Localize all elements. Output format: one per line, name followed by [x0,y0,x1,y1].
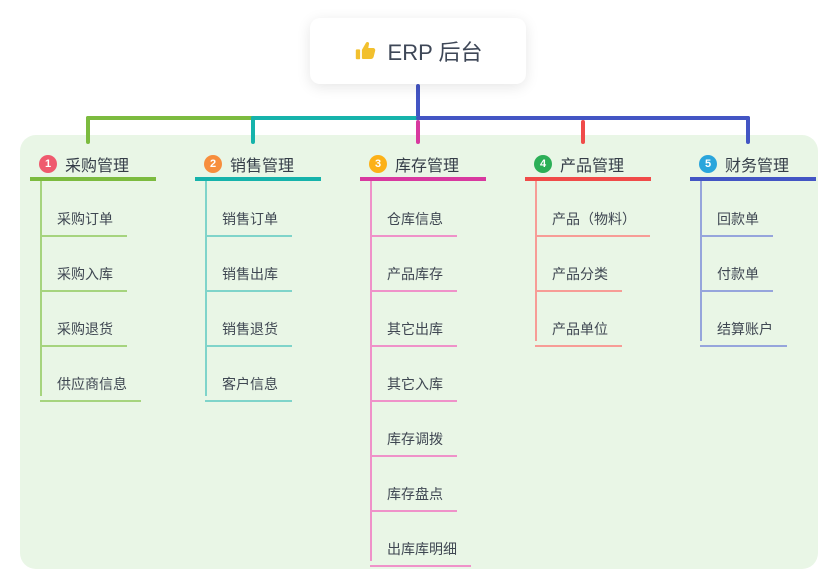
child-node: 客户信息 [205,366,292,402]
root-title: ERP 后台 [387,40,483,65]
root-node: ERP 后台 [310,18,526,84]
branch-child-connector [370,179,372,561]
child-node: 产品库存 [370,256,457,292]
branch-label: 产品管理 [560,157,625,175]
child-node: 销售订单 [205,201,292,237]
branch-badge: 3 [369,154,387,173]
branch-badge: 2 [204,154,222,173]
child-node: 采购订单 [40,201,127,237]
branch-label: 销售管理 [230,157,295,175]
child-node: 销售出库 [205,256,292,292]
child-node: 销售退货 [205,311,292,347]
child-node: 出库库明细 [370,531,471,567]
child-node: 库存调拨 [370,421,457,457]
child-node: 仓库信息 [370,201,457,237]
child-node: 库存盘点 [370,476,457,512]
thumbs-up-icon [355,41,375,60]
child-node: 其它入库 [370,366,457,402]
mindmap-panel [20,135,818,569]
branch-label: 财务管理 [725,157,790,175]
branch-label: 采购管理 [65,157,130,175]
connector-trunk-right-blue [416,116,750,120]
child-node: 回款单 [700,201,773,237]
connector-drop-branch-3 [416,120,420,144]
connector-drop-branch-1 [86,116,90,144]
child-node: 其它出库 [370,311,457,347]
branch-child-connector [535,179,537,341]
branch-heading-product: 4 产品管理 [525,150,651,181]
branch-badge: 4 [534,154,552,173]
connector-drop-branch-4 [581,120,585,144]
child-node: 供应商信息 [40,366,141,402]
branch-badge: 1 [39,154,57,173]
branch-child-connector [700,179,702,341]
branch-heading-sales: 2 销售管理 [195,150,321,181]
connector-trunk-left-green [86,116,254,120]
branch-badge: 5 [699,154,717,173]
connector-drop-branch-5 [746,116,750,144]
child-node: 产品单位 [535,311,622,347]
connector-drop-branch-2 [251,116,255,144]
branch-heading-finance: 5 财务管理 [690,150,816,181]
branch-child-connector [205,179,207,396]
branch-heading-inventory: 3 库存管理 [360,150,486,181]
child-node: 产品分类 [535,256,622,292]
branch-label: 库存管理 [395,157,460,175]
child-node: 产品（物料） [535,201,650,237]
branch-child-connector [40,179,42,396]
branch-heading-purchase: 1 采购管理 [30,150,156,181]
child-node: 采购退货 [40,311,127,347]
child-node: 结算账户 [700,311,787,347]
connector-root-vertical [416,84,420,120]
child-node: 采购入库 [40,256,127,292]
child-node: 付款单 [700,256,773,292]
connector-trunk-left-teal [251,116,420,120]
